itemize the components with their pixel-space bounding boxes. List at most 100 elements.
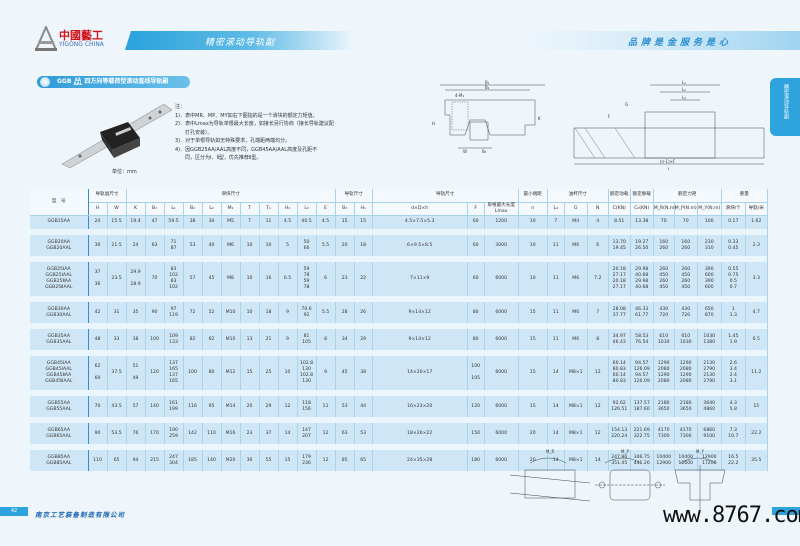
table-cell: 10 — [278, 356, 298, 390]
table-cell: 13 — [240, 329, 260, 350]
column-header: H — [88, 202, 108, 216]
table-cell: 1.62 — [745, 215, 768, 229]
table-cell: M16 — [221, 423, 241, 444]
title-suffix-bottom: AAL — [73, 80, 83, 86]
table-cell: 30 — [240, 450, 260, 471]
table-cell: 20 — [518, 450, 548, 471]
table-cell: 110 — [202, 423, 222, 444]
table-cell: 8.51 — [608, 215, 631, 229]
dim-label: L₂ — [682, 87, 686, 92]
column-header: T — [240, 202, 260, 216]
table-cell: 12 — [278, 396, 298, 417]
column-header: G — [564, 202, 588, 216]
model-cell: GGB65AA GGB65AAL — [30, 423, 89, 444]
table-cell: M8×1 — [564, 396, 588, 417]
table-cell: 40.5 — [297, 215, 317, 229]
table-cell: 4 — [587, 215, 609, 229]
table-cell: 161 199 — [164, 396, 184, 417]
header-band-right: 品牌是金服务是心 — [520, 31, 800, 50]
table-cell: 71 87 — [164, 235, 184, 256]
table-cell: M8×1 — [564, 450, 588, 471]
note-line: 打孔安装）。 — [175, 129, 213, 136]
table-cell: 53 — [354, 423, 373, 444]
table-cell: 12 — [587, 396, 609, 417]
cross-section-drawing — [440, 84, 545, 149]
column-header: M₁ — [221, 202, 241, 216]
table-cell: 29 — [259, 396, 279, 417]
table-cell: 92.62 126.51 — [608, 396, 631, 417]
table-cell: M6 — [221, 235, 241, 256]
spec-table: 型 号导轨副尺寸滑块尺寸导轨尺寸导轨尺寸最小端距油杯尺寸额定动载额定静载额定力矩… — [30, 189, 768, 471]
table-cell: 31 — [107, 302, 127, 323]
table-cell: 3000 — [484, 235, 519, 256]
table-cell: 1030 1380 — [697, 329, 722, 350]
table-cell: 4.5×7.5×5.3 — [372, 215, 468, 229]
table-cell: 2180 3650 — [653, 396, 675, 417]
table-cell: 2180 3650 — [674, 396, 698, 417]
table-cell: 94.57 126.09 94.57 126.09 — [630, 356, 654, 390]
table-cell: 12 — [587, 356, 609, 390]
table-cell: 40 — [202, 235, 222, 256]
table-cell: 650 870 — [697, 302, 722, 323]
table-cell: 260 450 260 450 — [674, 262, 698, 296]
table-cell: 38 — [354, 356, 373, 390]
table-cell: 7 — [240, 215, 260, 229]
table-cell: 10 — [240, 302, 260, 323]
column-header: N — [587, 202, 609, 216]
table-cell: 10400 12900 — [653, 450, 675, 471]
table-cell: M6 — [564, 235, 588, 256]
logo-text-cn: 中國藝工 — [59, 29, 103, 42]
table-cell: 45 — [202, 262, 222, 296]
table-cell: 12900 17200 — [697, 450, 722, 471]
table-cell: 8 — [316, 329, 336, 350]
table-cell: 142 — [183, 423, 203, 444]
group-header: 最小端距 — [518, 189, 548, 203]
table-cell: 100 — [697, 215, 722, 229]
model-cell: GGB15AA — [30, 215, 89, 229]
table-cell: 11 — [547, 235, 565, 256]
section-title: 精密滚动导轨副 — [205, 38, 276, 48]
dim-label: L₃ — [682, 95, 686, 100]
table-cell: 12 — [587, 423, 609, 444]
table-cell: M10 — [221, 329, 241, 350]
column-header: B₂ — [183, 202, 203, 216]
column-header: M_P(N.m) — [674, 202, 698, 216]
table-cell: 11 — [547, 329, 565, 350]
table-cell: 90 — [88, 423, 108, 444]
bullet-icon — [40, 77, 50, 87]
table-cell: 95 — [202, 396, 222, 417]
table-cell: 14 — [547, 450, 565, 471]
side-view-drawing — [573, 84, 765, 165]
table-cell: 14 — [587, 450, 609, 471]
table-cell: 20 — [518, 423, 548, 444]
table-cell: 6000 — [484, 450, 519, 471]
note-line: 1)．表中MR、MP、MY如右下图指的是一个滑块的额定力矩值。 — [175, 112, 318, 119]
table-cell: 160 260 — [653, 235, 675, 256]
table-cell: 110 — [88, 450, 108, 471]
table-cell: 20 — [240, 396, 260, 417]
table-cell: 14 — [547, 356, 565, 390]
table-cell: 70 — [88, 396, 108, 417]
dim-label: H — [432, 121, 435, 126]
model-cell: GGB30AA GGB30AAL — [30, 302, 89, 323]
side-tab[interactable]: 精密滚动导轨副 — [770, 78, 800, 136]
table-cell: 11 — [547, 302, 565, 323]
table-cell: 42 — [88, 302, 108, 323]
dim-label: F — [608, 114, 611, 119]
my-arrow-icon — [679, 457, 717, 464]
table-cell: M6 — [564, 262, 588, 296]
table-cell: 140 — [145, 396, 165, 417]
table-cell: 1200 — [484, 215, 519, 229]
table-cell: 118 156 — [297, 396, 317, 417]
table-cell: 170 — [145, 423, 165, 444]
model-cell: GGB85AA GGB85AAL — [30, 450, 89, 471]
table-cell: 147 207 — [297, 423, 317, 444]
table-cell: 65 — [354, 450, 373, 471]
row-spacer — [30, 350, 768, 356]
table-cell: 430 720 — [653, 302, 675, 323]
table-cell: 45 — [335, 356, 355, 390]
